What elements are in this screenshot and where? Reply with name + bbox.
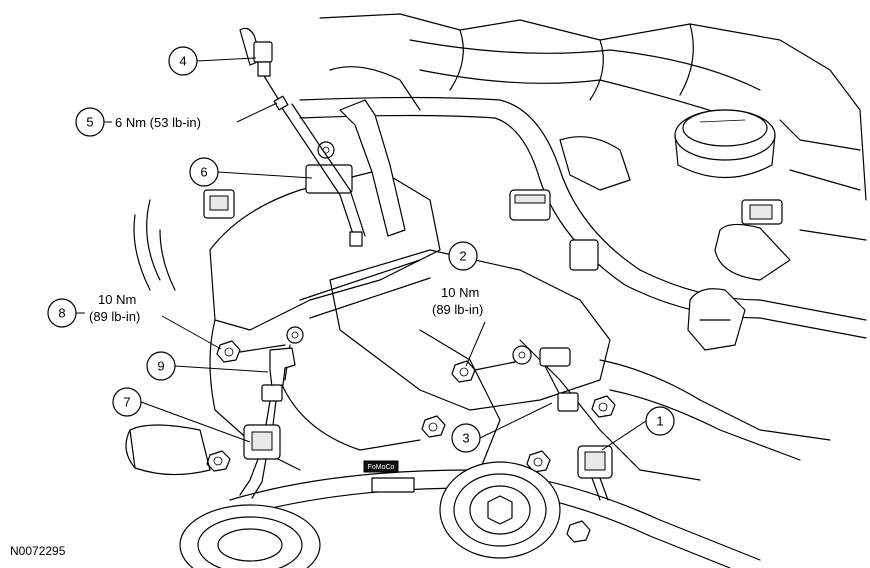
callout-7: 7 [112, 387, 142, 417]
oil-fill-cap-icon [674, 109, 776, 178]
torque-label-8-line1: 10 Nm [98, 292, 136, 307]
callout-4: 4 [168, 46, 198, 76]
callout-6: 6 [189, 157, 219, 187]
figure-id: N0072295 [10, 544, 66, 558]
svg-text:8: 8 [58, 306, 65, 321]
torque-label-2-line2: (89 lb-in) [432, 302, 483, 317]
fomoco-badge: FoMoCo [368, 464, 395, 471]
svg-text:5: 5 [86, 115, 93, 130]
svg-text:3: 3 [462, 431, 469, 446]
svg-text:2: 2 [459, 249, 466, 264]
torque-label-5: 6 Nm (53 lb-in) [115, 115, 201, 130]
callout-3: 3 [451, 423, 481, 453]
bolt-icon [216, 340, 241, 363]
svg-text:4: 4 [179, 54, 186, 69]
callout-2: 2 10 Nm (89 lb-in) [432, 241, 483, 317]
torque-label-8-line2: (89 lb-in) [89, 309, 140, 324]
svg-text:7: 7 [123, 395, 130, 410]
callout-9: 9 [146, 351, 176, 381]
svg-text:1: 1 [656, 414, 663, 429]
torque-label-2-line1: 10 Nm [441, 285, 479, 300]
sensor-connector-icon [714, 199, 791, 281]
pulley-icon [439, 461, 561, 559]
svg-text:6: 6 [200, 165, 207, 180]
callout-5: 5 6 Nm (53 lb-in) [75, 107, 201, 137]
callout-8: 8 10 Nm (89 lb-in) [47, 292, 140, 328]
callout-1: 1 [645, 406, 675, 436]
svg-text:9: 9 [157, 359, 164, 374]
